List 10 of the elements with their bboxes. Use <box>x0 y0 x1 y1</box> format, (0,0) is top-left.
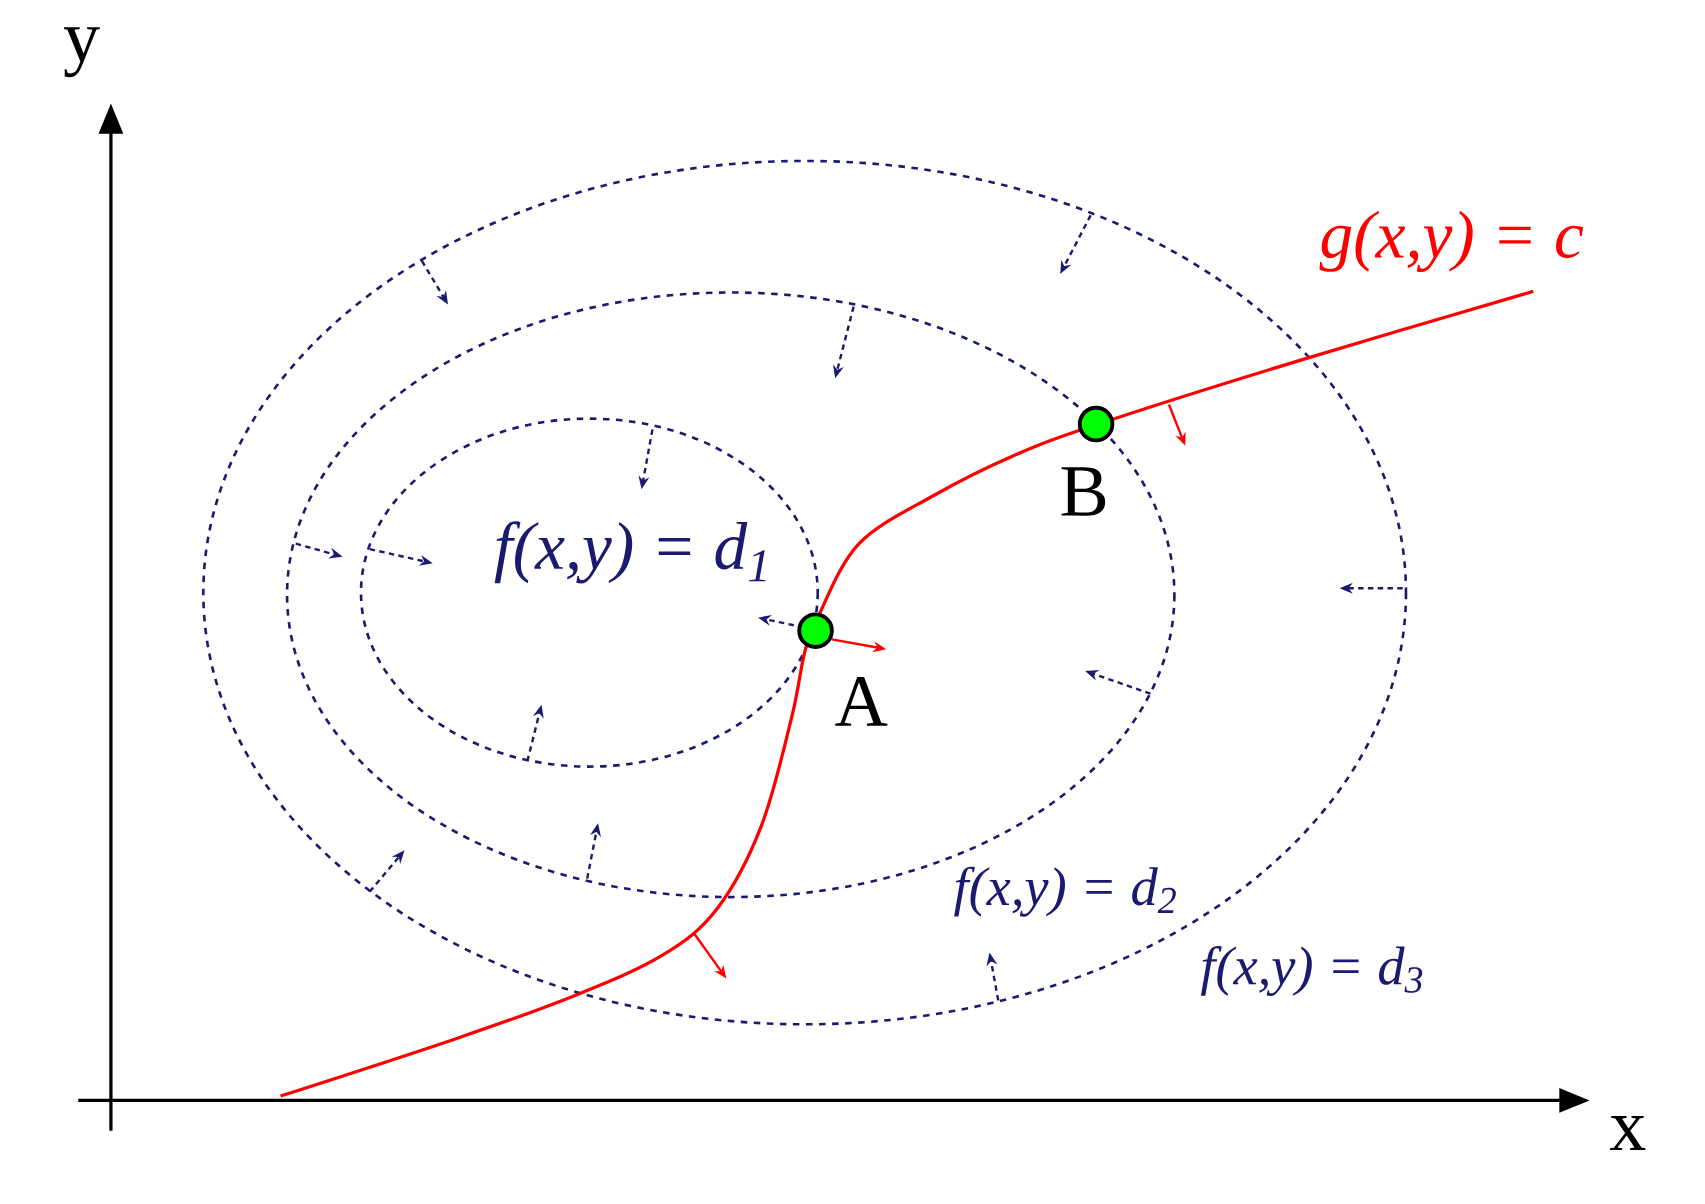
curve-label: g(x,y) = c <box>1319 210 1584 273</box>
curve-label: f(x,y) = d$_{1}$ <box>494 521 766 584</box>
curve-label: f(x,y) = d$_{2}$ <box>954 866 1176 917</box>
point-marker <box>1077 405 1115 443</box>
point-label: A <box>835 677 888 726</box>
point-marker <box>797 612 834 650</box>
curve-label: f(x,y) = d$_{3}$ <box>1200 946 1423 997</box>
point-label: B <box>1061 467 1106 516</box>
axis-label: x <box>1609 1116 1646 1151</box>
axis-label: y <box>63 27 100 78</box>
